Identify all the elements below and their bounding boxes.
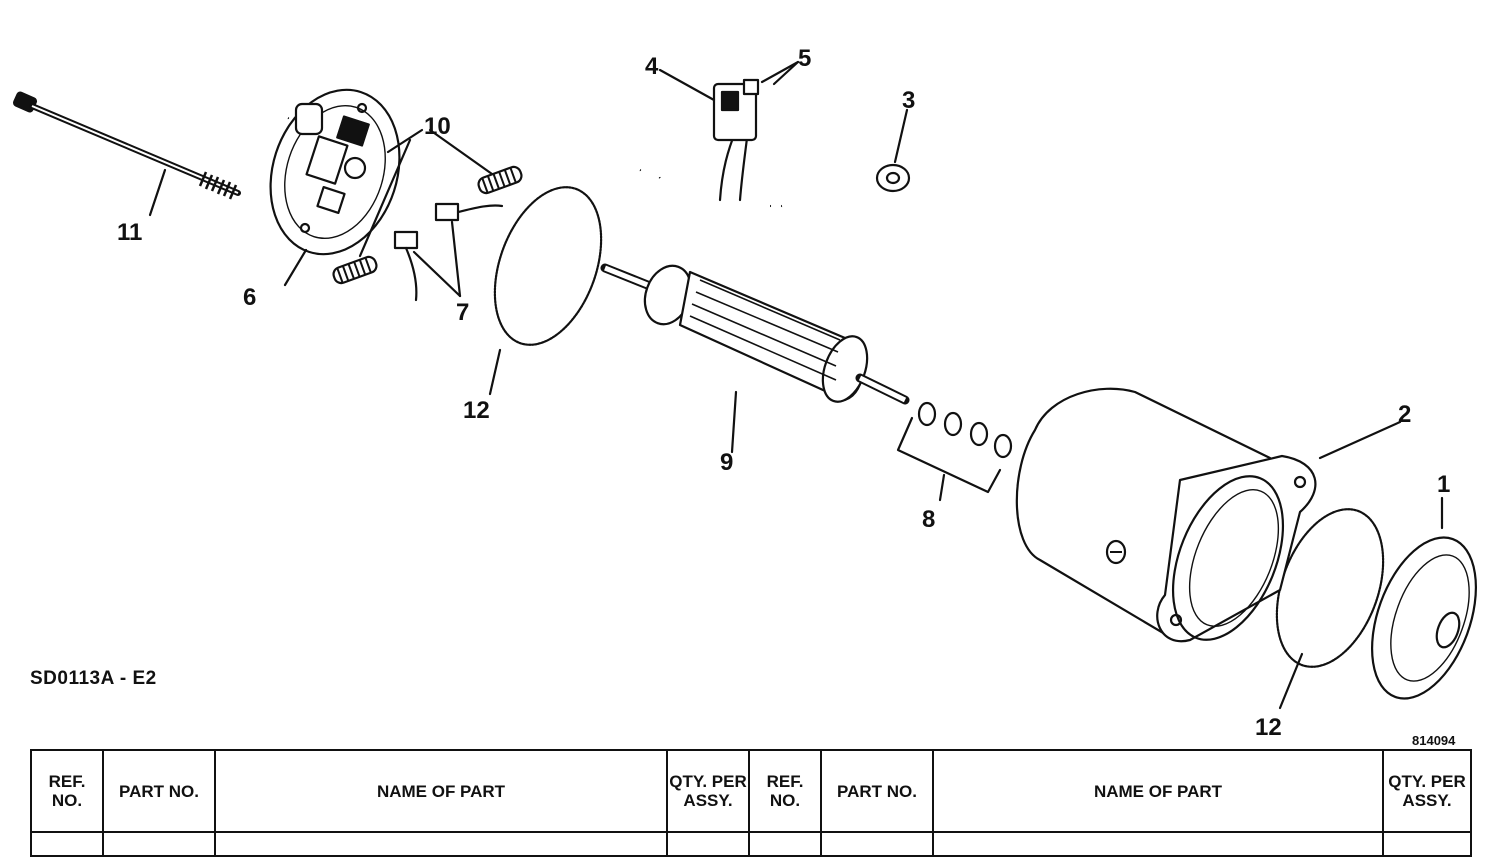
- callout-5: 5: [798, 45, 811, 72]
- callout-4: 4: [645, 53, 659, 80]
- header-name-of-part-2: NAME OF PART: [932, 749, 1384, 833]
- header-qty-per-assy-2: QTY. PER ASSY.: [1382, 749, 1472, 833]
- figure-number: 814094: [1412, 733, 1456, 748]
- callout-10: 10: [424, 113, 451, 140]
- brush-springs: [332, 165, 523, 285]
- callout-6: 6: [243, 284, 256, 311]
- parts-table: REF. NO. PART NO. NAME OF PART QTY. PER …: [30, 749, 1472, 857]
- callout-9: 9: [720, 449, 733, 476]
- callout-12-front: 12: [1255, 714, 1282, 740]
- callout-2: 2: [1398, 401, 1411, 428]
- brushes: [393, 202, 504, 302]
- header-name-of-part: NAME OF PART: [214, 749, 668, 833]
- drawing-code: SD0113A - E2: [30, 668, 157, 689]
- washers: [917, 401, 1013, 459]
- exploded-starter-motor-diagram: 1 2 3 4 5 6 7 8 9 10 11 12 12: [12, 30, 1478, 740]
- through-bolt: [12, 91, 241, 200]
- callout-11: 11: [117, 219, 142, 246]
- motor-housing: [1015, 387, 1317, 643]
- callout-8: 8: [922, 506, 935, 533]
- header-ref-no-2: REF. NO.: [748, 749, 822, 833]
- callout-1: 1: [1437, 471, 1450, 498]
- o-ring-rear: [493, 186, 603, 346]
- wire-lead: [658, 78, 911, 209]
- callout-12-rear: 12: [463, 397, 490, 424]
- armature: [600, 263, 910, 405]
- header-part-no-2: PART NO.: [820, 749, 934, 833]
- header-ref-no: REF. NO.: [30, 749, 104, 833]
- callout-7: 7: [456, 299, 469, 326]
- drive-end-cap: [1370, 536, 1478, 700]
- callout-3: 3: [902, 87, 915, 114]
- header-part-no: PART NO.: [102, 749, 216, 833]
- brush-end-cap: [248, 30, 642, 256]
- header-qty-per-assy: QTY. PER ASSY.: [666, 749, 750, 833]
- table-row: [30, 831, 1472, 857]
